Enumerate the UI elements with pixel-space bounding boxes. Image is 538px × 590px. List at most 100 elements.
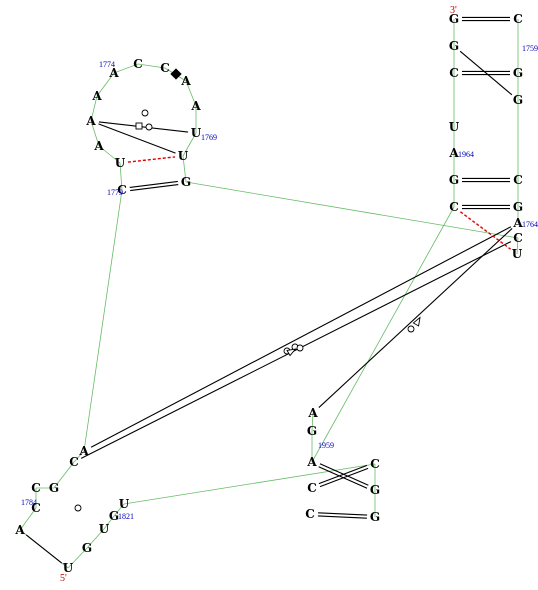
nucleotide-c: C [305, 507, 315, 521]
backbone-segment [113, 503, 125, 517]
nucleotide-c: C [160, 61, 170, 75]
backbone-segment [90, 120, 100, 147]
nucleotide-c: C [449, 200, 459, 214]
backbone-segment [83, 189, 123, 452]
noncanonical-pair-line [127, 156, 176, 163]
backbone-segment [19, 507, 37, 531]
nucleotide-c: C [31, 501, 41, 515]
pair-circle-symbol [141, 109, 149, 117]
nucleotide-a: A [306, 455, 317, 469]
nucleotide-u: U [191, 126, 202, 140]
base-pair-line [318, 228, 513, 408]
nucleotide-a: A [78, 444, 89, 458]
residue-number-label: 1769 [201, 133, 217, 142]
base-pair-line [98, 123, 176, 154]
nucleotide-g: G [370, 510, 380, 524]
backbone-segment [119, 162, 123, 191]
residue-number-label: 1821 [118, 512, 134, 521]
nucleotide-g: G [181, 175, 191, 189]
residue-number-label: 1774 [99, 60, 115, 69]
base-pair-line [319, 463, 369, 486]
backbone-segment [137, 63, 166, 69]
base-pair-line [129, 180, 178, 188]
base-pair-line [318, 466, 368, 489]
nucleotide-g: G [513, 200, 523, 214]
backbone-segment [311, 206, 455, 463]
nucleotide-c: C [449, 66, 459, 80]
nucleotide-a: A [91, 89, 102, 103]
nucleotide-u: U [449, 120, 460, 134]
pair-triangle-symbol [286, 348, 297, 357]
pair-filled-square-symbol [170, 68, 182, 80]
nucleotide-g: G [513, 66, 523, 80]
backbone-segment [98, 145, 121, 164]
nucleotide-g: G [449, 12, 459, 26]
nucleotide-g: G [49, 481, 59, 495]
five-prime-end-label: 5' [60, 573, 67, 584]
backbone-segment [113, 63, 139, 74]
pair-circle-symbol [145, 123, 153, 131]
backbone-segment [123, 463, 376, 505]
nucleotide-a: A [108, 66, 119, 80]
nucleotide-u: U [99, 522, 110, 536]
nucleotide-g: G [449, 173, 459, 187]
base-pair-line [317, 515, 367, 519]
nucleotide-c: C [513, 231, 523, 245]
base-pair-line [459, 50, 513, 96]
nucleotide-c: C [69, 455, 79, 469]
backbone-lines [19, 19, 519, 569]
nucleotide-c: C [307, 481, 317, 495]
nucleotide-c: C [133, 57, 143, 71]
nucleotide-g: G [307, 424, 317, 438]
noncanonical-pair-line [459, 211, 512, 250]
nucleotide-c: C [117, 183, 127, 197]
pair-symbols [74, 68, 421, 512]
residue-number-label: 1764 [522, 220, 538, 229]
pair-circle-symbol [296, 344, 304, 352]
backbone-segment [103, 515, 115, 530]
backbone-segment [516, 237, 519, 255]
pair-square-symbol [135, 122, 143, 130]
nucleotide-g: G [449, 39, 459, 53]
nucleotide-c: C [513, 12, 523, 26]
nucleotide-c: C [370, 457, 380, 471]
nucleotide-g: G [370, 483, 380, 497]
nucleotide-a: A [180, 74, 191, 88]
backbone-segment [185, 181, 519, 239]
nucleotide-u: U [119, 497, 130, 511]
residue-number-label: 1964 [458, 150, 474, 159]
three-prime-end-label: 3' [450, 5, 457, 16]
nucleotide-a: A [14, 523, 25, 537]
strand-ends: 5' 3' [60, 5, 457, 584]
backbone-segment [311, 412, 314, 432]
base-pair-lines [25, 16, 513, 564]
residue-number-label: 1779 [107, 188, 123, 197]
backbone-segment [67, 547, 88, 569]
pair-triangle-symbol [412, 316, 421, 327]
backbone-segment [182, 132, 197, 157]
nucleotide-a: A [307, 406, 318, 420]
backbone-segment [185, 80, 197, 107]
residue-number-label: 1959 [318, 441, 334, 450]
nucleotide-g: G [513, 93, 523, 107]
pair-circle-symbol [74, 504, 82, 512]
base-pair-line [90, 226, 512, 448]
base-pair-line [318, 512, 368, 516]
base-pair-line [98, 121, 189, 133]
backbone-segment [86, 528, 105, 549]
backbone-segment [96, 72, 115, 97]
nucleotide-a: A [93, 139, 104, 153]
nucleotide-a: A [190, 99, 201, 113]
nucleotide-u: U [63, 561, 74, 575]
pair-circle-symbol [407, 325, 415, 333]
nucleotide-a: A [85, 114, 96, 128]
nucleotide-u: U [512, 247, 523, 261]
nucleotide-a: A [512, 216, 523, 230]
nucleotide-u: U [115, 156, 126, 170]
nucleotide-g: G [109, 509, 119, 523]
nucleotide-a: A [448, 146, 459, 160]
residue-number-label: 1759 [522, 44, 538, 53]
